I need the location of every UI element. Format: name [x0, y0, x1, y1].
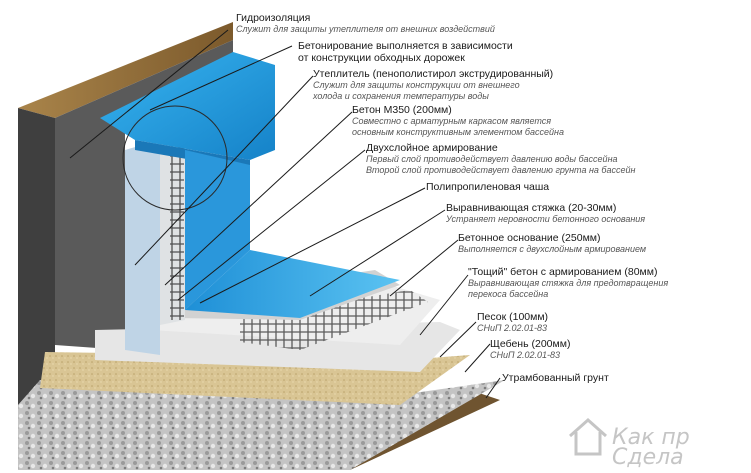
label-compacted-soil: Утрамбованный грунт	[502, 372, 609, 384]
label-title: Полипропиленовая чаша	[426, 181, 550, 193]
watermark: Как пр Сдела	[612, 425, 690, 470]
label-desc-line: Служит для защиты конструкции от внешнег…	[313, 80, 520, 90]
leader-gravel	[464, 343, 491, 373]
watermark-line2: Сдела	[612, 445, 684, 470]
label-desc-line: Устраняет неровности бетонного основания	[446, 214, 646, 224]
watermark-house-icon	[569, 417, 607, 456]
leader-sand	[439, 321, 477, 358]
label-lean-concrete: "Тощий" бетон с армированием (80мм) Выра…	[468, 266, 668, 299]
leader-concreting	[149, 45, 293, 111]
pool-floor-blue	[185, 250, 400, 318]
leader-reinforcement	[177, 149, 366, 301]
label-desc-line: перекоса бассейна	[468, 288, 549, 299]
label-waterproofing: Гидроизоляция Служит для защиты утеплите…	[236, 12, 495, 35]
leader-pp-bowl	[199, 187, 426, 304]
label-desc-line: Выполняется с двухслойным армированием	[458, 244, 647, 254]
label-title: Щебень (200мм)	[490, 338, 571, 350]
label-gravel: Щебень (200мм) СНиП 2.02.01-83	[490, 338, 570, 361]
leader-concrete-base	[389, 239, 459, 297]
leader-lines	[69, 29, 501, 399]
leader-insulation	[134, 75, 314, 266]
label-leveling-screed: Выравнивающая стяжка (20-30мм) Устраняет…	[446, 202, 645, 225]
label-sand: Песок (100мм) СНиП 2.02.01-83	[477, 311, 548, 334]
label-title: Бетон М350 (200мм)	[352, 104, 452, 116]
label-desc-line: Совместно с арматурным каркасом является	[352, 116, 552, 126]
label-title: Двухслойное армирование	[366, 142, 498, 154]
label-desc-line: СНиП 2.02.01-83	[490, 350, 561, 360]
label-title: Песок (100мм)	[477, 311, 549, 323]
label-concreting-note: Бетонирование выполняется в зависимости …	[298, 40, 513, 64]
layer-base-rebar	[240, 290, 428, 350]
soil-side-wall	[55, 40, 233, 350]
label-title: Выравнивающая стяжка (20-30мм)	[446, 202, 617, 214]
label-concrete-m350: Бетон М350 (200мм) Совместно с арматурны…	[352, 104, 564, 137]
soil-top-surface	[18, 22, 233, 118]
waterproofing-top-sheet	[100, 52, 275, 160]
leader-lean-concrete	[419, 274, 469, 336]
watermark-line1: Как пр	[612, 425, 690, 450]
label-title: "Тощий" бетон с армированием (80мм)	[468, 266, 658, 278]
label-desc-line: Служит для защиты утеплителя от внешних …	[236, 24, 495, 34]
wall-rebar	[170, 140, 184, 320]
label-pp-bowl: Полипропиленовая чаша	[426, 181, 549, 193]
label-desc-line: основным конструктивным элементом бассей…	[352, 126, 564, 137]
label-desc-line: Первый слой противодействует давлению во…	[366, 154, 618, 164]
label-title: Гидроизоляция	[236, 12, 311, 24]
label-concrete-base: Бетонное основание (250мм) Выполняется с…	[458, 232, 646, 255]
leader-waterproofing	[69, 29, 229, 159]
label-title: Утрамбованный грунт	[502, 372, 609, 384]
pool-wall-blue	[185, 150, 250, 310]
detail-circle	[122, 105, 228, 211]
label-double-reinforcement: Двухслойное армирование Первый слой прот…	[366, 142, 635, 175]
label-title-line2: от конструкции обходных дорожек	[298, 52, 465, 64]
leader-concrete-m350	[164, 111, 353, 286]
label-desc-line: СНиП 2.02.01-83	[477, 323, 548, 333]
label-desc-line: Выравнивающая стяжка для предотвращения	[468, 278, 669, 288]
label-insulation: Утеплитель (пенополистирол экструдирован…	[313, 68, 553, 101]
wall-insulation	[125, 140, 160, 355]
label-title: Бетонное основание (250мм)	[458, 232, 601, 244]
leader-soil	[485, 377, 501, 399]
label-desc-line: Второй слой противодействует давлению гр…	[366, 164, 636, 175]
label-title: Утеплитель (пенополистирол экструдирован…	[313, 68, 554, 80]
label-title: Бетонирование выполняется в зависимости	[298, 40, 513, 52]
label-desc-line: холода и сохранения температуры воды	[313, 90, 489, 101]
leader-screed	[309, 209, 446, 297]
